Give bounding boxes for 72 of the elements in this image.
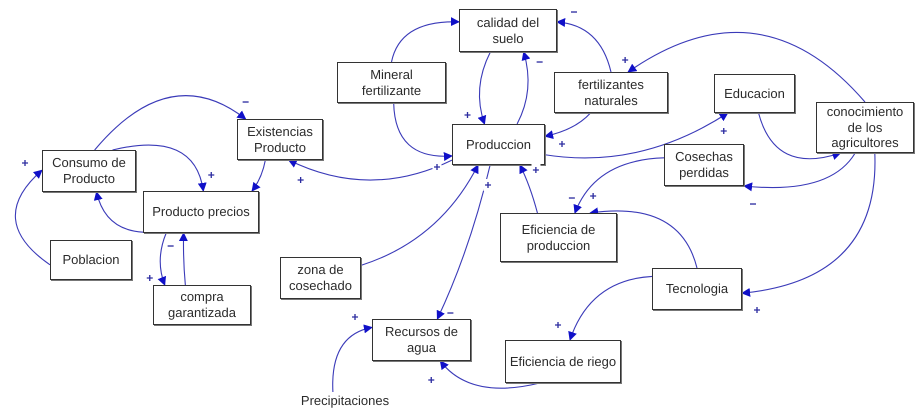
polarity-sign: + (588, 190, 598, 202)
causal-arrow (743, 152, 856, 192)
variable-name: Eficiencia de produccion (520, 222, 596, 254)
variable-box (459, 9, 557, 52)
variable-name: Educacion (724, 86, 785, 102)
variable-name: conocimiento de los agricultores (826, 104, 904, 151)
causal-arrow (158, 232, 167, 286)
variable-box (664, 144, 744, 186)
variable-name: Tecnologia (666, 281, 728, 297)
variable-box (337, 62, 446, 103)
causal-arrow (94, 191, 144, 233)
variable-box (554, 72, 668, 113)
causal-arrow (14, 170, 50, 266)
polarity-sign: + (531, 164, 540, 176)
variable-box (500, 213, 617, 262)
polarity-sign: + (484, 179, 493, 191)
variable-box (652, 268, 742, 310)
variable-name: Producto precios (152, 204, 250, 220)
causal-arrow (574, 157, 664, 214)
polarity-sign: + (145, 272, 154, 284)
causal-arrow (94, 95, 246, 150)
causal-arrow (758, 112, 842, 160)
variable-box (280, 257, 361, 299)
variable-box (714, 74, 795, 113)
polarity-sign: + (463, 109, 472, 121)
causal-arrow (360, 164, 479, 266)
variable-name: Mineral fertilizante (360, 66, 422, 98)
causal-arrow (741, 153, 876, 297)
variable-name: Existencias Producto (246, 124, 314, 156)
causal-arrow (544, 112, 729, 158)
variable-name: Produccion (466, 136, 532, 152)
polarity-sign: + (719, 125, 728, 137)
variable-name: fertilizantes naturales (577, 76, 645, 108)
causal-arrow (516, 51, 530, 124)
causal-arrow (436, 164, 491, 320)
variable-box (153, 285, 251, 325)
causal-arrow (112, 144, 206, 192)
variable-name: Consumo de Producto (51, 155, 127, 187)
variable-name: compra garantizada (167, 289, 237, 321)
variable-box (237, 119, 323, 160)
variable-box (816, 102, 914, 153)
variable-name: Cosechas perdidas (674, 149, 734, 181)
causal-arrow (589, 208, 698, 268)
variable-name: Poblacion (62, 252, 120, 268)
variable-box (505, 340, 621, 383)
causal-arrow (178, 232, 188, 286)
polarity-sign: + (296, 174, 306, 186)
causal-arrow (627, 32, 866, 102)
causal-arrow (332, 324, 373, 392)
causal-arrow (568, 276, 652, 341)
polarity-sign: + (426, 374, 436, 386)
polarity-sign: + (206, 169, 216, 181)
variable-box (372, 319, 471, 361)
causal-arrow (519, 164, 538, 214)
variable-name: calidad del suelo (476, 14, 540, 46)
causal-arrow (556, 18, 612, 72)
causal-arrow (288, 159, 452, 181)
polarity-sign: + (553, 319, 562, 331)
polarity-sign: + (620, 54, 630, 66)
causal-arrow (393, 102, 453, 161)
variable-name: Precipitaciones (300, 393, 390, 409)
variable-name: zona de cosechado (288, 262, 353, 294)
variable-box (42, 150, 136, 192)
causal-arrow (252, 160, 266, 192)
causal-arrow (478, 52, 491, 125)
variable-name: Recursos de agua (384, 324, 459, 356)
causal-arrow (390, 17, 460, 62)
variable-box (143, 191, 259, 233)
variable-name: Eficiencia de riego (510, 354, 616, 370)
causal-arrow (544, 112, 591, 139)
variable-box (50, 240, 132, 280)
variable-box (452, 124, 545, 165)
